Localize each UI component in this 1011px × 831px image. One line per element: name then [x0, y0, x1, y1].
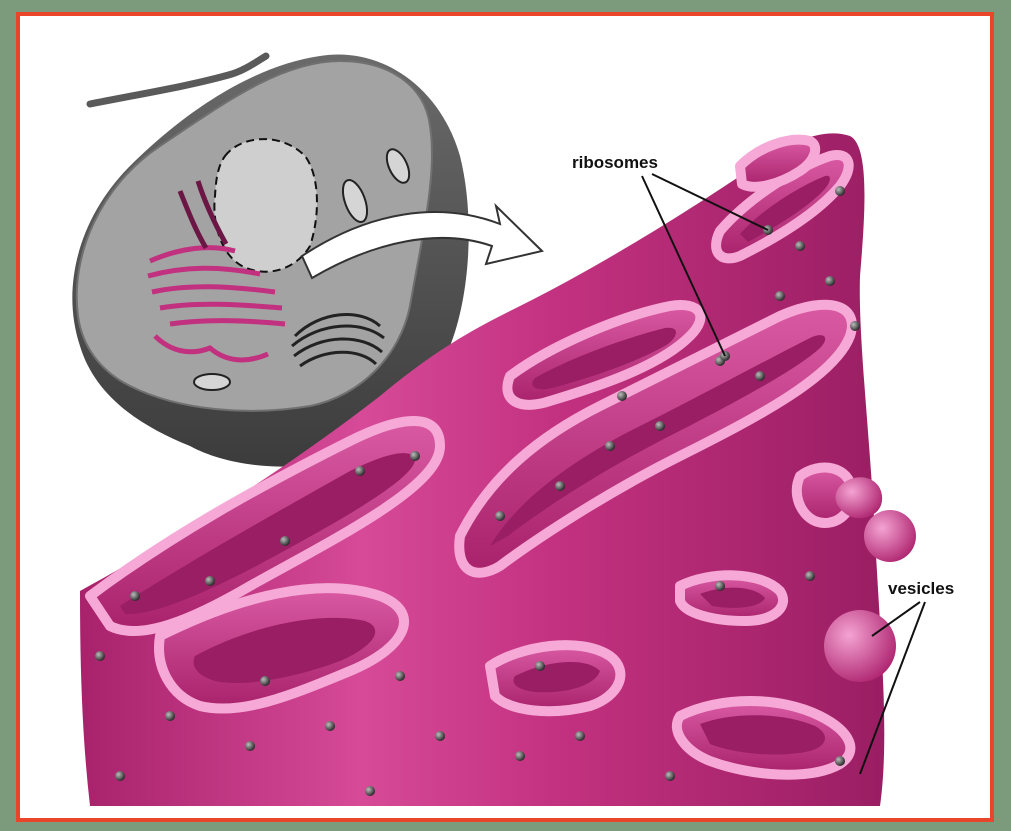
ribosome [245, 741, 255, 751]
ribosome [325, 721, 335, 731]
vesicle [864, 510, 916, 562]
ribosome [165, 711, 175, 721]
ribosome [130, 591, 140, 601]
ribosome [395, 671, 405, 681]
ribosome [365, 786, 375, 796]
ribosome [825, 276, 835, 286]
ribosome [665, 771, 675, 781]
ribosome [495, 511, 505, 521]
ribosome [260, 676, 270, 686]
rough-er-illustration: ribosomes vesicles [20, 16, 990, 818]
ribosome [515, 751, 525, 761]
ribosome [95, 651, 105, 661]
ribosome [795, 241, 805, 251]
ribosome [655, 421, 665, 431]
ribosome [575, 731, 585, 741]
ribosome [775, 291, 785, 301]
ribosome [115, 771, 125, 781]
ribosome [617, 391, 627, 401]
ribosome [805, 571, 815, 581]
diagram-frame: ribosomes vesicles [16, 12, 994, 822]
label-ribosomes: ribosomes [572, 153, 658, 172]
ribosome [835, 186, 845, 196]
ribosome [555, 481, 565, 491]
ribosome [410, 451, 420, 461]
ribosome [605, 441, 615, 451]
ribosome [280, 536, 290, 546]
ribosome [850, 321, 860, 331]
ribosome [535, 661, 545, 671]
ribosome [715, 581, 725, 591]
mitochondrion [194, 374, 230, 390]
vesicle [824, 610, 896, 682]
ribosome [355, 466, 365, 476]
ribosome [205, 576, 215, 586]
ribosome [835, 756, 845, 766]
ribosome [755, 371, 765, 381]
ribosome [435, 731, 445, 741]
label-vesicles: vesicles [888, 579, 954, 598]
